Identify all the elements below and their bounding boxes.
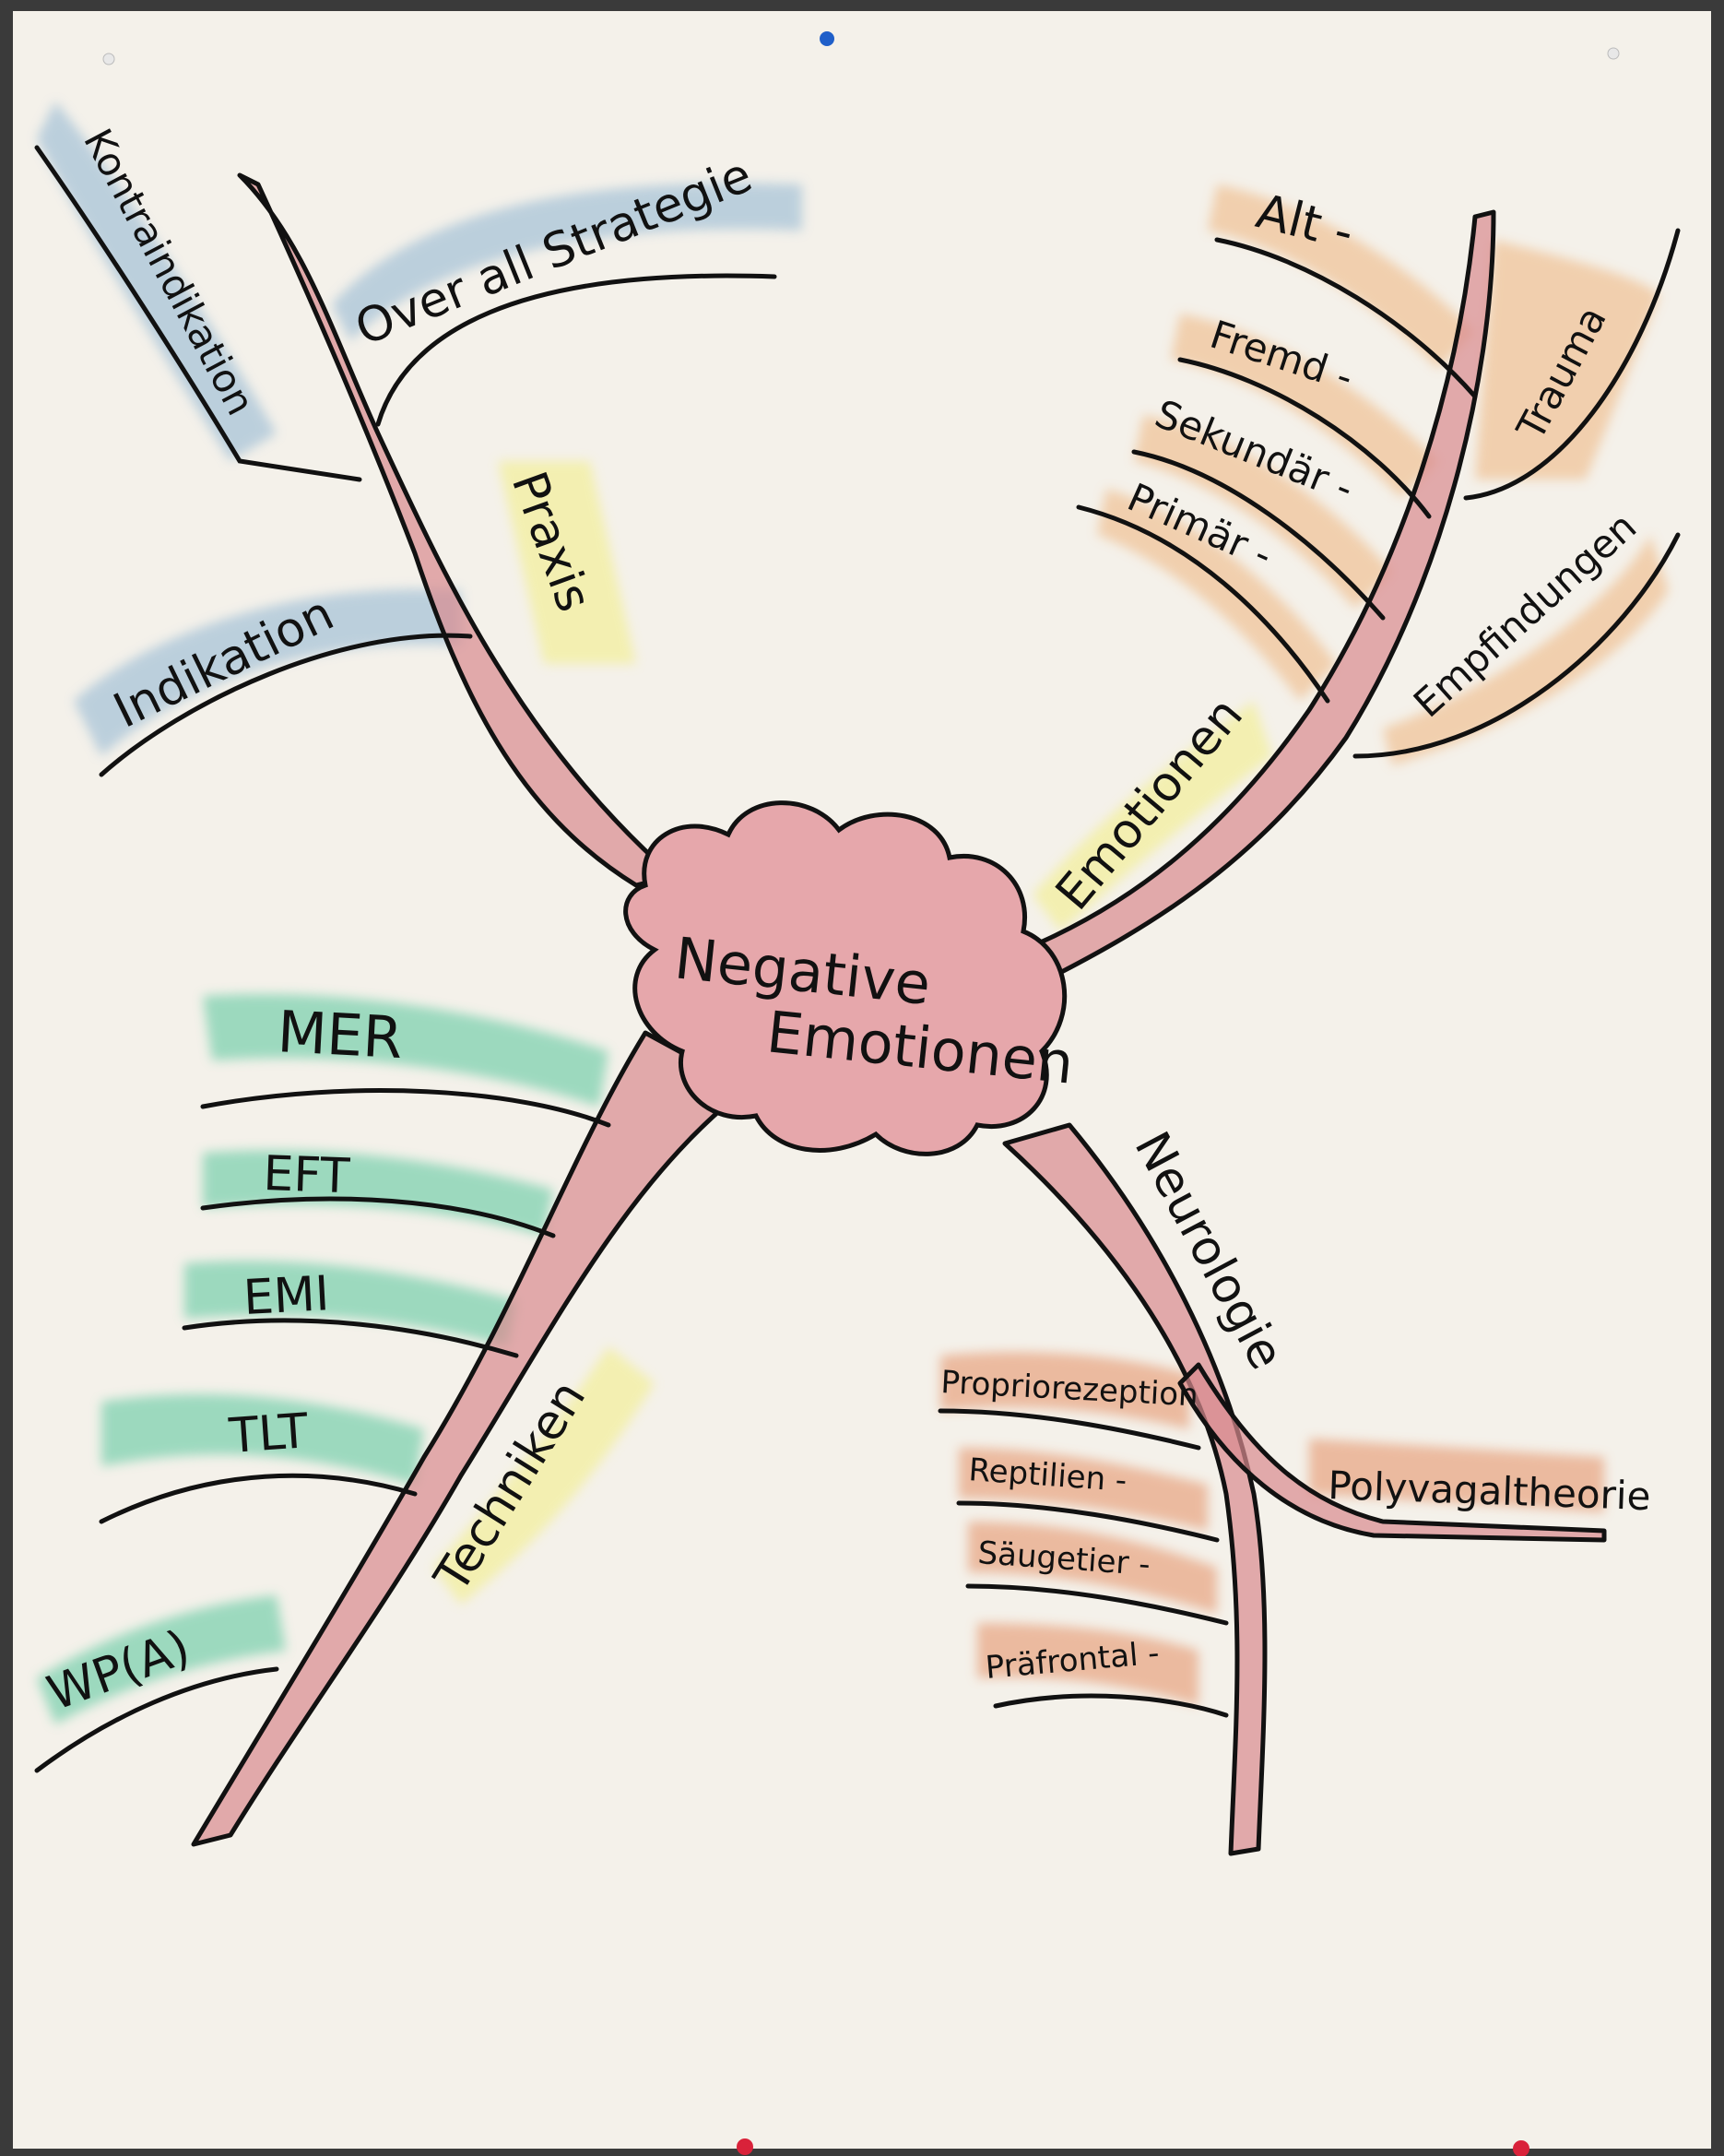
center-cloud [623,800,1068,1156]
highlight-polyvagal [1309,1439,1604,1512]
label-tlt: TLT [227,1404,311,1464]
line-alt [1214,237,1478,399]
line-trauma [1463,228,1681,501]
line-mer [200,1088,611,1128]
pin-bottom-center [737,2138,753,2155]
highlight-alt [1208,184,1475,369]
line-overall [375,273,777,427]
line-primaer [1076,504,1330,704]
highlight-trauma [1475,240,1659,480]
label-eft: EFT [263,1146,351,1204]
line-eft [200,1196,556,1238]
pin-top-left [102,53,115,65]
sub-branch-lines [34,145,1681,1773]
highlight-empfindungen [1383,535,1669,765]
highlight-emi [184,1261,516,1346]
highlight-reptilien [959,1448,1208,1531]
highlight-wpa [37,1595,286,1724]
highlight-fremd [1171,314,1438,498]
line-proprio [938,1408,1201,1451]
highlight-indikation [74,588,461,756]
line-reptilien [956,1500,1220,1543]
label-emi: EMI [242,1266,331,1326]
label-polyvagal: Polyvagaltheorie [1328,1463,1652,1519]
line-wpa [34,1666,279,1773]
highlight-primaer [1097,489,1337,701]
highlight-emotionen [1033,701,1272,931]
pin-top-right [1607,47,1620,60]
highlight-praefrontal [977,1623,1199,1706]
line-sekundaer [1131,449,1386,621]
line-saeugetier [965,1583,1229,1626]
branch-techniken [191,1030,750,1847]
line-kontraindikation [34,145,362,482]
line-emi [182,1318,519,1358]
highlight-saeugetier [968,1522,1217,1614]
pin-bottom-right [1513,2140,1529,2156]
highlight-mer [203,994,608,1107]
highlights [37,101,1669,1724]
highlight-overall [332,183,802,341]
line-praefrontal [993,1693,1229,1718]
label-mer: MER [276,998,404,1072]
line-fremd [1177,357,1432,519]
highlight-praxis [498,461,636,664]
line-empfindungen [1352,532,1681,759]
line-tlt [99,1473,418,1524]
branch-neurologie [1002,1122,1268,1856]
line-indikation [99,633,473,777]
highlight-proprio [940,1352,1189,1429]
highlight-techniken [433,1346,655,1605]
highlight-kontraindikation [37,101,277,461]
highlight-tlt [101,1393,424,1485]
branch-neurologie-polyvagal [1177,1362,1607,1543]
highlight-eft [203,1150,553,1236]
pin-top-center [820,31,834,46]
